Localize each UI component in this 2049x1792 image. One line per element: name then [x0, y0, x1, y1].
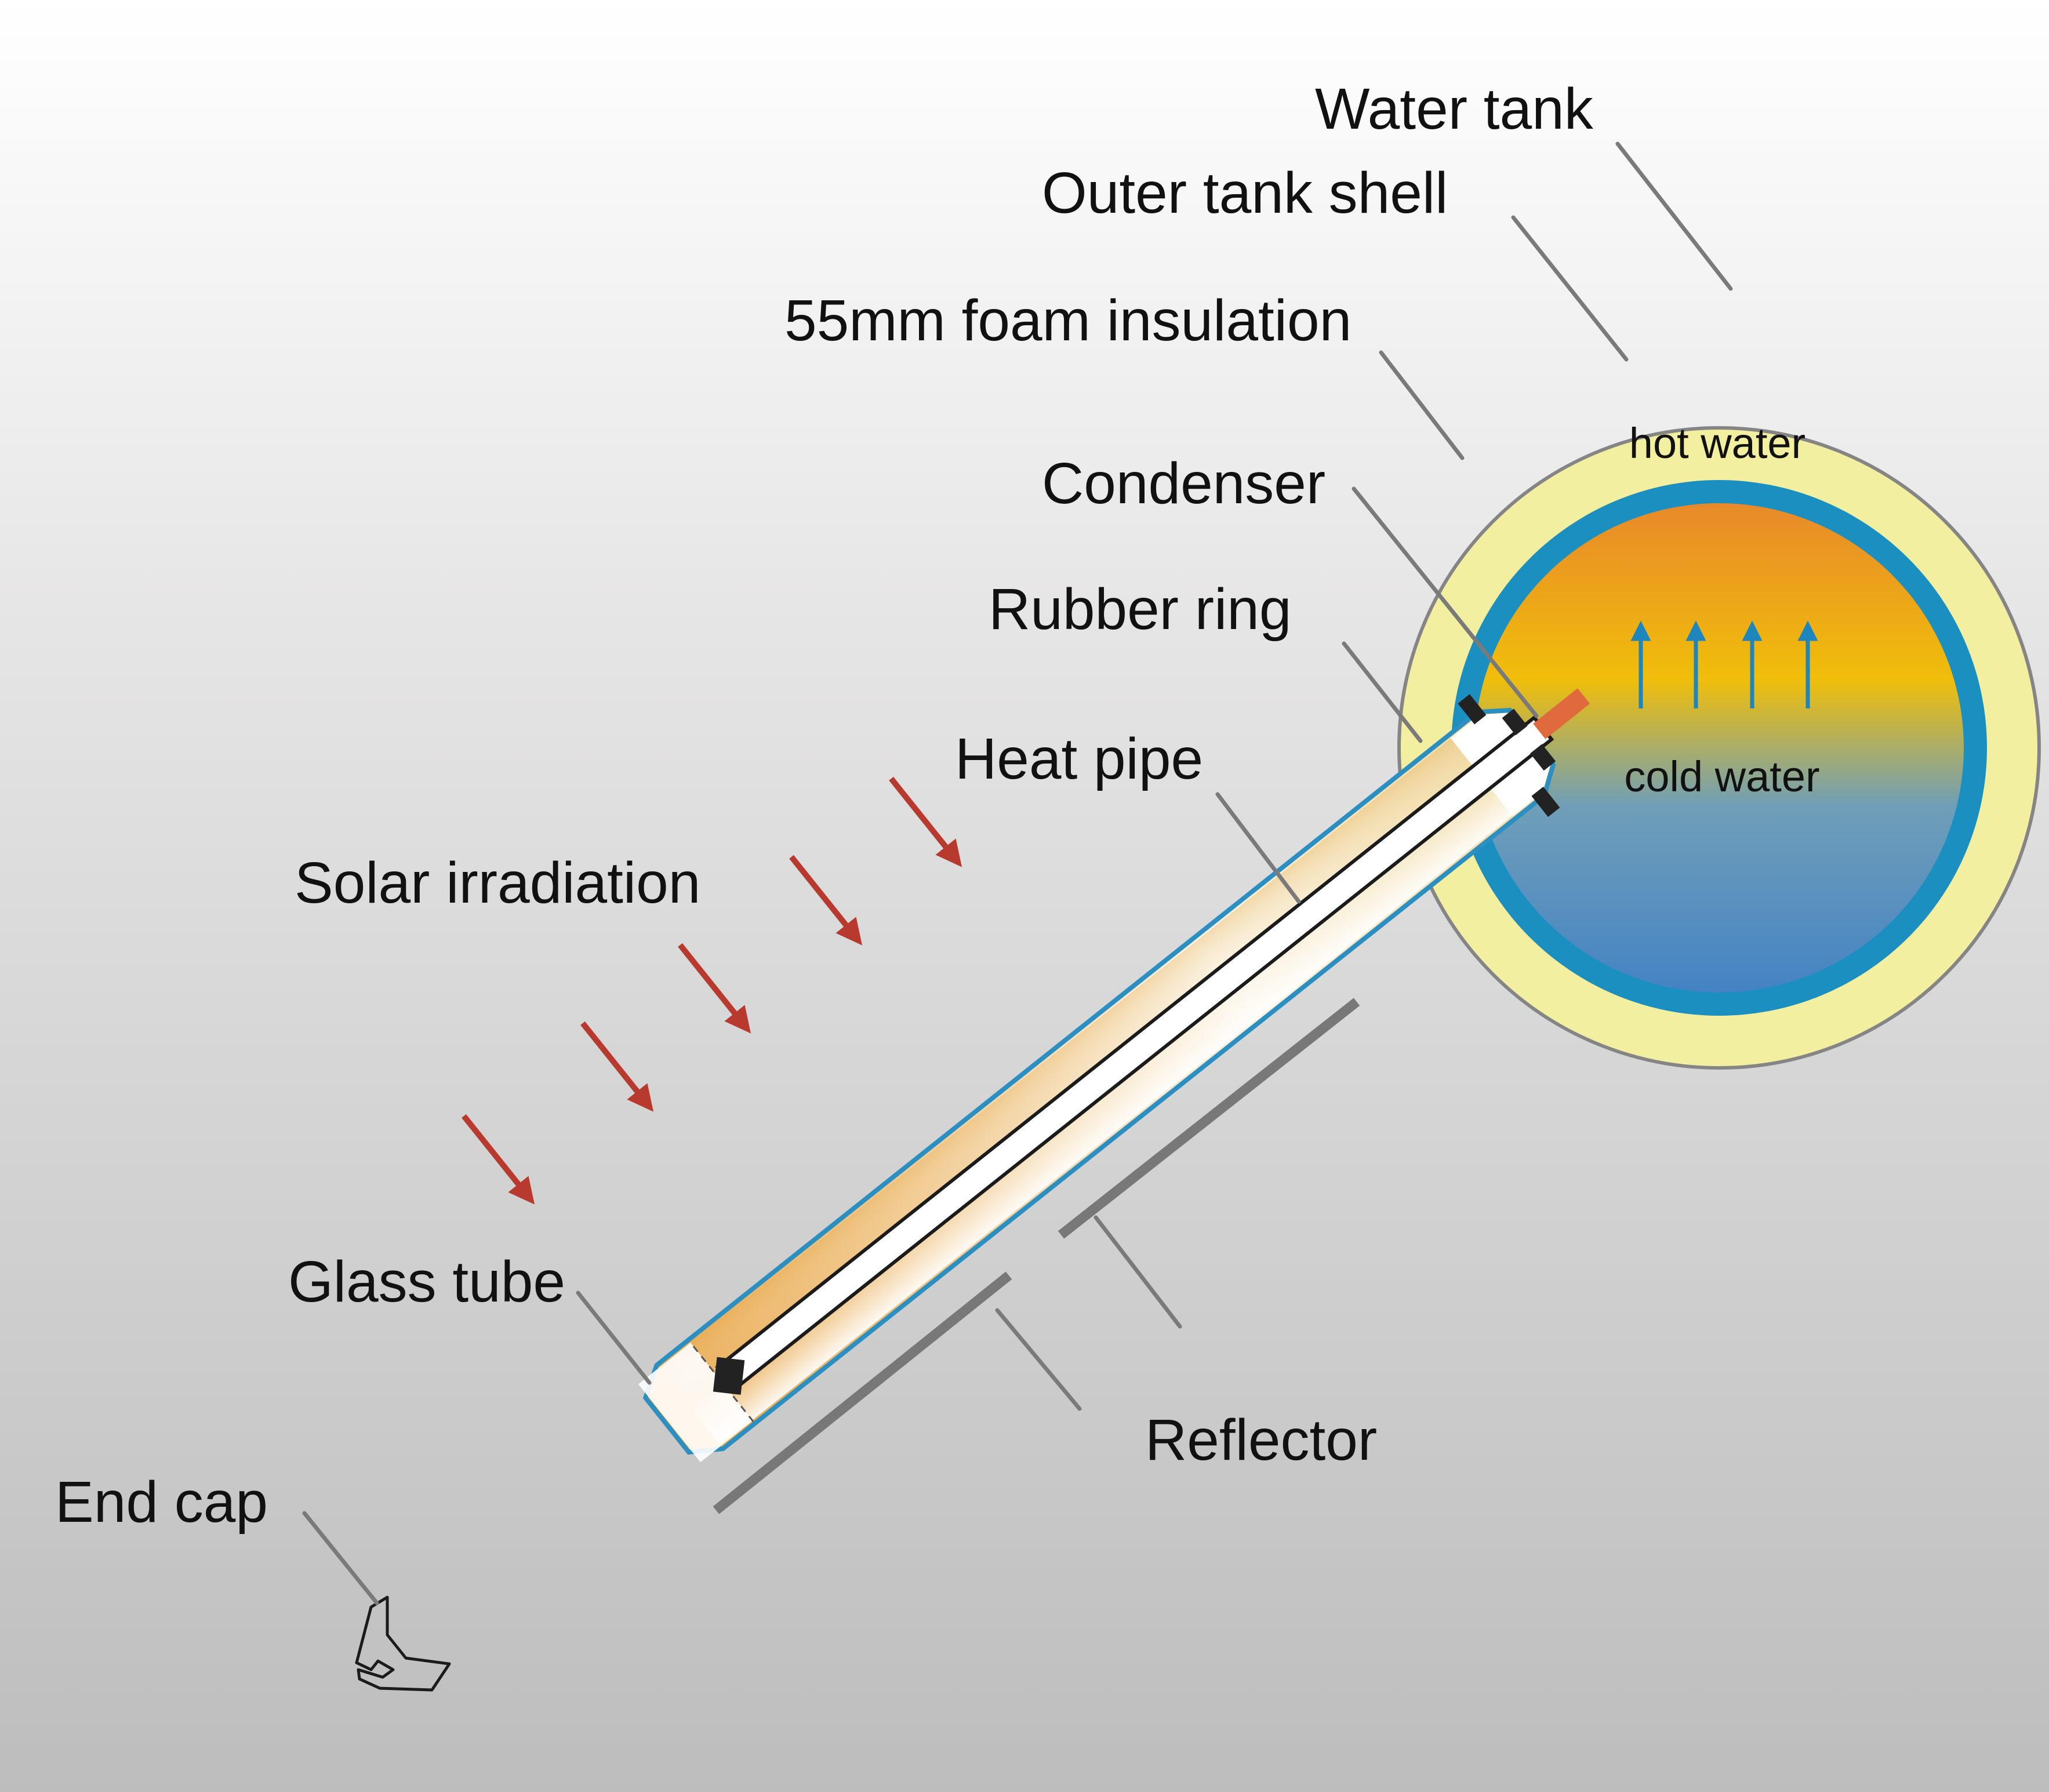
leader-water-tank: [1615, 141, 1733, 291]
solar-irradiation-arrows: [462, 776, 962, 1205]
cold-water-label: cold water: [1624, 753, 1819, 801]
label-glass-tube: Glass tube: [288, 1249, 565, 1314]
leader-glass-tube: [576, 1291, 652, 1385]
water-tank: hot water cold water: [1397, 419, 2041, 1070]
reflector-plate-upper: [1058, 998, 1360, 1239]
tube-end-space: [638, 1342, 753, 1463]
reflector-plate-lower: [713, 1271, 1012, 1514]
label-foam-insulation: 55mm foam insulation: [784, 288, 1352, 353]
solar-arrow-icon: [580, 1021, 654, 1112]
solar-arrow-icon: [889, 776, 962, 867]
label-condenser: Condenser: [1042, 451, 1325, 516]
label-rubber-ring: Rubber ring: [989, 577, 1292, 642]
rubber-ring: [1458, 694, 1487, 725]
solar-arrow-icon: [789, 855, 863, 946]
leader-reflector-upper: [1093, 1215, 1182, 1329]
leader-rubber-ring: [1342, 641, 1423, 743]
evacuated-tube: [638, 688, 1590, 1463]
tank-water: [1474, 503, 1964, 993]
leader-heat-pipe: [1215, 792, 1301, 904]
label-heat-pipe: Heat pipe: [955, 726, 1203, 791]
leader-lines: [302, 141, 1733, 1605]
leader-end-cap: [302, 1511, 379, 1605]
end-cap: [355, 1595, 451, 1692]
label-water-tank: Water tank: [1315, 77, 1594, 141]
solar-arrow-icon: [462, 1114, 535, 1205]
leader-foam-insulation: [1379, 350, 1465, 460]
leader-reflector-lower: [995, 1308, 1082, 1411]
label-outer-tank-shell: Outer tank shell: [1042, 161, 1448, 226]
label-reflector: Reflector: [1145, 1408, 1377, 1473]
rubber-ring: [1530, 744, 1556, 771]
condenser: [1533, 688, 1590, 739]
rubber-ring: [1531, 786, 1560, 817]
hot-water-label: hot water: [1629, 419, 1805, 467]
solar-arrow-icon: [678, 943, 751, 1034]
heat-pipe-end-block: [713, 1357, 745, 1395]
leader-condenser: [1352, 486, 1539, 718]
leader-outer-tank-shell: [1511, 215, 1629, 362]
reflector: [713, 998, 1360, 1514]
rubber-ring: [1502, 708, 1528, 736]
labels: Water tank Outer tank shell 55mm foam in…: [55, 77, 1594, 1535]
label-end-cap: End cap: [55, 1470, 268, 1535]
label-solar-irradiation: Solar irradiation: [295, 850, 700, 915]
